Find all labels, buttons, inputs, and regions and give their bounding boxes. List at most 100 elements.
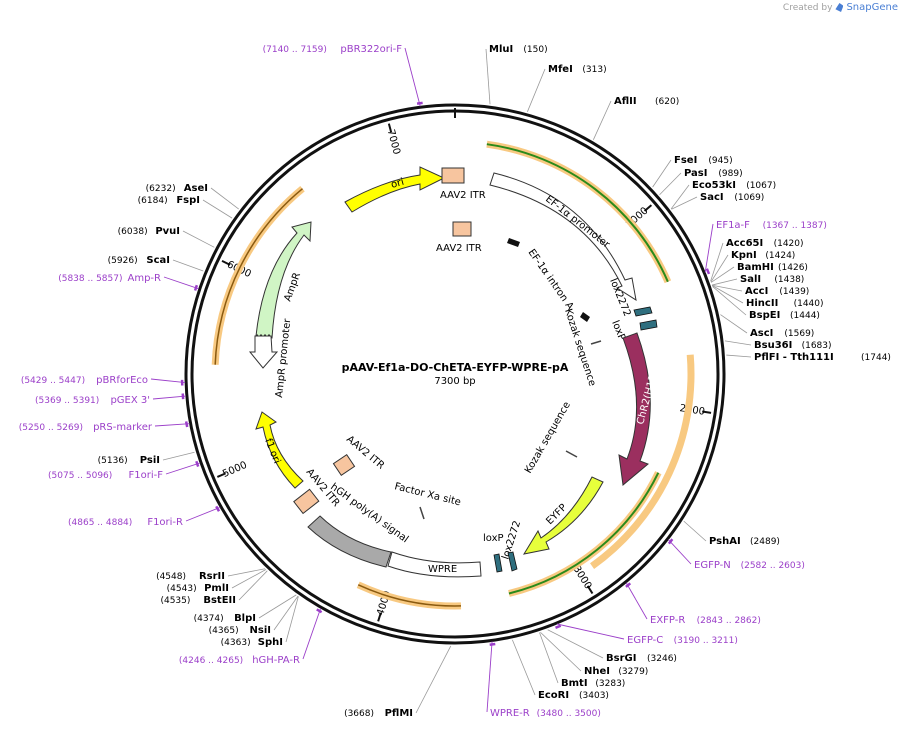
enzyme-site[interactable]: PasI(989) (659, 168, 743, 196)
enzyme-site[interactable]: MluI(150) (485, 44, 548, 105)
aav2-itr-inner-box[interactable] (452, 221, 472, 237)
primer-marker (489, 642, 496, 647)
primer-name: EGFP-N (694, 560, 731, 571)
enzyme-position: (989) (718, 169, 742, 179)
loxp-bottom-marker[interactable] (493, 553, 503, 573)
primer-marker (667, 538, 674, 545)
enzyme-site[interactable]: BamHI(1426) (710, 262, 808, 283)
enzyme-site[interactable]: AccI(1439) (712, 284, 809, 297)
ampr-promoter-arrow[interactable] (248, 335, 279, 369)
enzyme-site[interactable]: SphI(4363) (221, 596, 299, 648)
primer-site[interactable]: Amp-R(5838 .. 5857) (58, 273, 199, 291)
enzyme-site[interactable]: RsrII(4548) (156, 568, 266, 582)
enzyme-site[interactable]: AflII(620) (592, 96, 679, 140)
enzyme-site[interactable]: Bsu36I(1683) (724, 340, 832, 351)
enzyme-leader (285, 596, 299, 643)
primer-site[interactable]: EF1a-F(1367 .. 1387) (704, 220, 827, 275)
primer-site[interactable]: pRS-marker(5250 .. 5269) (19, 421, 190, 433)
ef1a-promoter-arrow[interactable] (489, 172, 637, 302)
primer-leader (152, 395, 186, 400)
enzyme-site[interactable]: KpnI(1424) (710, 250, 795, 283)
enzyme-leader (710, 266, 735, 283)
enzyme-site[interactable]: PflFI - Tth111I(1744) (726, 352, 891, 363)
enzyme-leader (485, 48, 491, 105)
lox2272-top-marker[interactable] (633, 306, 653, 317)
chr2-arrow[interactable] (618, 332, 651, 486)
enzyme-site[interactable]: EcoRI(3403) (512, 639, 609, 701)
enzyme-position: (3283) (595, 679, 625, 689)
enzyme-leader (227, 568, 266, 577)
enzyme-site[interactable]: AseI(6232) (146, 183, 239, 210)
primer-site[interactable]: hGH-PA-R(4246 .. 4265) (179, 608, 323, 666)
enzyme-site[interactable]: BstEII(4535) (160, 570, 268, 606)
tick-label: 5000 (221, 460, 249, 480)
aav2-itr-left-box[interactable] (293, 488, 320, 515)
enzyme-site[interactable]: PvuI(6038) (118, 226, 215, 248)
tick-mark (586, 585, 594, 595)
enzyme-site[interactable]: BmtI(3283) (539, 632, 625, 689)
primer-site[interactable]: EGFP-N (2582 .. 2603) (667, 538, 805, 571)
hgh-polya-box[interactable] (307, 515, 392, 568)
enzyme-site[interactable]: Acc65I(1420) (710, 238, 804, 282)
enzyme-name: AscI (750, 328, 773, 339)
enzyme-site[interactable]: PshAI(2489) (683, 520, 780, 547)
primer-site[interactable]: EGFP-C(3190 .. 3211) (555, 623, 738, 646)
enzyme-name: HincII (746, 298, 778, 309)
primer-site[interactable]: F1ori-F(5075 .. 5096) (48, 460, 201, 481)
loxp-top-marker[interactable] (639, 319, 658, 331)
enzyme-position: (5136) (98, 456, 128, 466)
wpre-box[interactable] (387, 551, 482, 578)
enzyme-site[interactable]: MfeI(313) (527, 64, 607, 112)
enzyme-name: SacI (700, 192, 724, 203)
enzyme-site[interactable]: HincII(1440) (712, 285, 824, 309)
enzyme-position: (6038) (118, 227, 148, 237)
loxp-bottom-label: loxP (483, 533, 504, 544)
enzyme-name: PflMI (385, 708, 413, 719)
credit: Created by SnapGene (783, 2, 898, 13)
primer-site[interactable]: F1ori-R(4865 .. 4884) (68, 505, 221, 528)
enzyme-site[interactable]: FspI(6184) (138, 195, 233, 219)
ampr-arrow[interactable] (255, 221, 312, 339)
primer-range: (4246 .. 4265) (179, 656, 243, 666)
aav2-itr-top-box[interactable] (441, 167, 465, 184)
enzyme-name: BsrGI (606, 653, 636, 664)
primer-range: (5838 .. 5857) (58, 274, 122, 284)
enzyme-site[interactable]: PsiI(5136) (98, 451, 195, 466)
enzyme-leader (231, 569, 267, 589)
enzyme-site[interactable]: FseI(945) (652, 155, 733, 188)
enzyme-leader (162, 451, 195, 461)
enzyme-site[interactable]: NsiI(4365) (209, 595, 299, 636)
enzyme-leader (210, 187, 239, 210)
enzyme-site[interactable]: SacI(1069) (671, 192, 764, 210)
feature-arcs (211, 140, 695, 610)
lox2272-bottom-marker[interactable] (507, 551, 518, 572)
primer-site[interactable]: WPRE-R(3480 .. 3500) (486, 641, 601, 719)
enzyme-site[interactable]: BlpI(4374) (194, 594, 297, 624)
primer-name: pBRforEco (96, 375, 148, 386)
enzyme-leader (273, 595, 299, 631)
enzyme-site[interactable]: ScaI(5926) (108, 255, 204, 272)
enzyme-site[interactable]: NheI(3279) (540, 631, 648, 677)
enzyme-position: (4548) (156, 572, 186, 582)
ori-arrow[interactable] (344, 166, 446, 213)
primer-site[interactable]: EXFP-R(2843 .. 2862) (625, 582, 761, 626)
f1-ori-arrow[interactable] (255, 411, 304, 489)
factor-xa-label: Factor Xa site (393, 481, 462, 508)
enzyme-name: EcoRI (538, 690, 569, 701)
enzyme-site[interactable]: SalI(1438) (711, 274, 804, 286)
aav2-itr-left-inner-box[interactable] (332, 454, 356, 476)
enzyme-leader (712, 286, 747, 316)
primer-site[interactable]: pBRforEco(5429 .. 5447) (21, 375, 186, 386)
enzyme-position: (3246) (647, 654, 677, 664)
primer-site[interactable]: pBR322ori-F(7140 .. 7159) (263, 44, 423, 107)
eyfp-arrow[interactable] (522, 476, 604, 555)
enzyme-site[interactable]: PflMI(3668) (344, 645, 452, 719)
enzyme-site[interactable]: PmlI(4543) (167, 569, 267, 594)
wpre-highlight-arc (356, 581, 462, 610)
enzyme-site[interactable]: BspEI(1444) (712, 286, 820, 321)
primer-site[interactable]: pGEX 3'(5369 .. 5391) (35, 393, 186, 406)
enzyme-site[interactable]: Eco53kI(1067) (670, 180, 776, 210)
enzyme-site[interactable]: BsrGI (3246) (547, 629, 677, 664)
primer-range: (2582 .. 2603) (741, 561, 805, 571)
enzyme-site[interactable]: AscI(1569) (720, 314, 814, 339)
